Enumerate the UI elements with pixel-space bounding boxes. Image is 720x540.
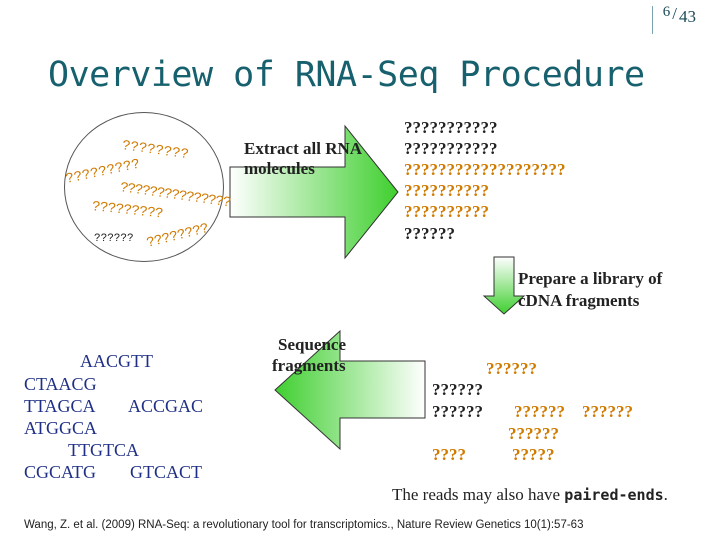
sequence-read: TTAGCA bbox=[24, 396, 96, 416]
note-bold: paired-ends bbox=[564, 486, 664, 504]
extracted-rna: ?????? bbox=[404, 224, 455, 243]
header-divider bbox=[652, 6, 653, 34]
cdna-fragment: ???? bbox=[432, 445, 466, 464]
sequence-arrow bbox=[274, 329, 426, 451]
page-current: 6 bbox=[662, 4, 671, 20]
rna-molecule: ?????? bbox=[94, 233, 134, 245]
cdna-fragment: ?????? bbox=[432, 402, 483, 421]
cell-rna-pool bbox=[64, 112, 224, 262]
extract-label-line-2: molecules bbox=[244, 159, 315, 178]
note-prefix: The reads may also have bbox=[392, 485, 565, 504]
extracted-rna: ?????????? bbox=[404, 202, 489, 221]
cdna-fragment: ????? bbox=[512, 445, 555, 464]
sequence-read: AACGTT bbox=[80, 351, 153, 371]
sequence-read: TTGTCA bbox=[68, 440, 139, 460]
citation: Wang, Z. et al. (2009) RNA-Seq: a revolu… bbox=[24, 519, 584, 531]
paired-ends-note: The reads may also have paired-ends. bbox=[392, 485, 668, 505]
cdna-fragment: ?????? bbox=[582, 402, 633, 421]
cdna-fragment: ?????? bbox=[514, 402, 565, 421]
extracted-rna: ?????????? bbox=[404, 181, 489, 200]
cdna-fragment: ?????? bbox=[486, 359, 537, 378]
cdna-fragment: ?????? bbox=[432, 380, 483, 399]
slide-title: Overview of RNA-Seq Procedure bbox=[48, 55, 645, 95]
sequence-read: CTAACG bbox=[24, 374, 97, 394]
note-suffix: . bbox=[663, 485, 668, 504]
sequence-label-line-2: fragments bbox=[272, 356, 346, 375]
library-label-line-1: Prepare a library of bbox=[518, 269, 663, 288]
extract-arrow bbox=[229, 124, 399, 260]
library-label-line-2: cDNA fragments bbox=[518, 291, 640, 310]
sequence-read: CGCATG bbox=[24, 462, 97, 482]
sequence-read: ACCGAC bbox=[128, 396, 204, 416]
extracted-rna: ??????????? bbox=[404, 139, 498, 158]
prepare-library-arrow bbox=[482, 256, 526, 315]
sequence-read: ATGGCA bbox=[24, 418, 98, 438]
extracted-rna: ??????????????????? bbox=[404, 160, 566, 179]
page-counter: 6 / 43 bbox=[663, 4, 696, 27]
sequence-read: GTCACT bbox=[130, 462, 202, 482]
page-separator: / bbox=[672, 4, 677, 23]
cdna-fragment: ?????? bbox=[508, 424, 559, 443]
page-total: 43 bbox=[679, 7, 696, 26]
extract-label-line-1: Extract all RNA bbox=[244, 139, 363, 158]
extracted-rna: ??????????? bbox=[404, 118, 498, 137]
sequence-label-line-1: Sequence bbox=[278, 335, 346, 354]
